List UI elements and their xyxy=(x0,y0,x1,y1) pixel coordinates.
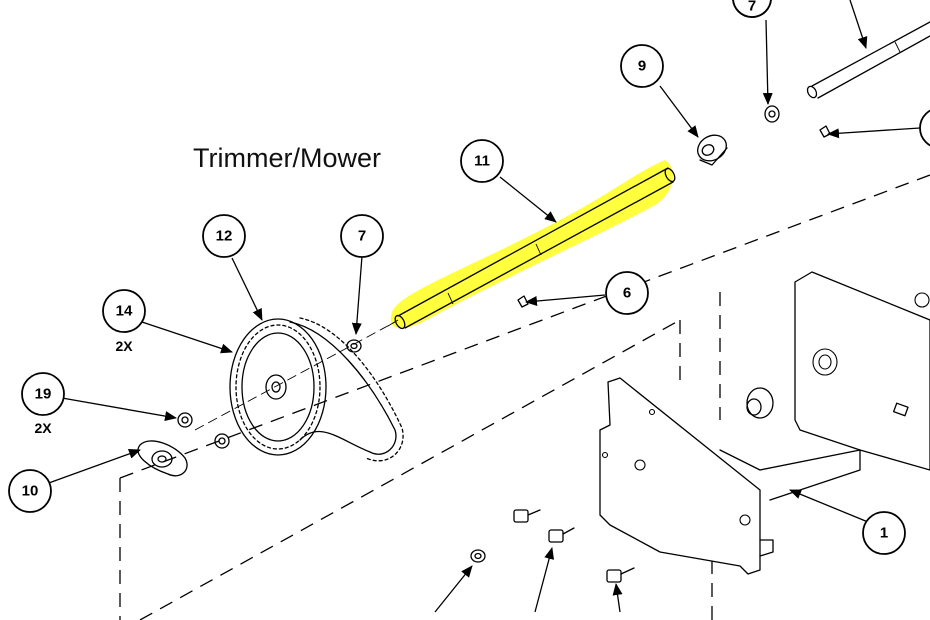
bearing-part-9 xyxy=(697,134,728,166)
qty-label-19: 2X xyxy=(34,420,52,436)
shaft-part-11 xyxy=(387,167,676,330)
svg-text:1: 1 xyxy=(880,525,888,542)
svg-text:7: 7 xyxy=(748,0,756,15)
callout-19: 19 2X xyxy=(21,372,65,436)
callout-9: 9 xyxy=(620,44,664,88)
callout-10: 10 xyxy=(8,469,52,513)
callout-7-left: 7 xyxy=(340,214,384,258)
svg-text:7: 7 xyxy=(358,228,366,245)
flange-bearing-part-10 xyxy=(137,440,188,477)
diagram-title: Trimmer/Mower xyxy=(193,143,381,173)
bushing xyxy=(746,387,774,419)
svg-text:19: 19 xyxy=(35,386,52,403)
callout-6: 6 xyxy=(605,271,649,315)
svg-text:9: 9 xyxy=(638,58,646,75)
nuts-part-19 xyxy=(177,412,230,449)
frame-bracket-right xyxy=(719,271,930,501)
svg-text:10: 10 xyxy=(22,483,39,500)
svg-text:14: 14 xyxy=(116,303,133,320)
cropped-callouts xyxy=(732,0,930,147)
callout-11: 11 xyxy=(460,139,504,183)
callout-14: 14 2X xyxy=(102,289,146,354)
bolts-lower xyxy=(470,509,635,583)
sprocket-and-chain xyxy=(229,317,404,462)
svg-text:6: 6 xyxy=(623,285,631,302)
callout-12: 12 xyxy=(202,214,246,258)
upper-shaft xyxy=(764,21,930,138)
callout-7-right: 7 xyxy=(732,0,772,18)
shaft-highlight xyxy=(390,160,673,329)
leader-lines xyxy=(45,0,921,613)
svg-text:11: 11 xyxy=(474,153,490,170)
svg-text:12: 12 xyxy=(216,228,233,245)
dashed-frame-lines xyxy=(119,174,930,620)
callout-1: 1 xyxy=(862,511,906,555)
frame-plate-left xyxy=(599,377,774,575)
qty-label-14: 2X xyxy=(115,338,133,354)
